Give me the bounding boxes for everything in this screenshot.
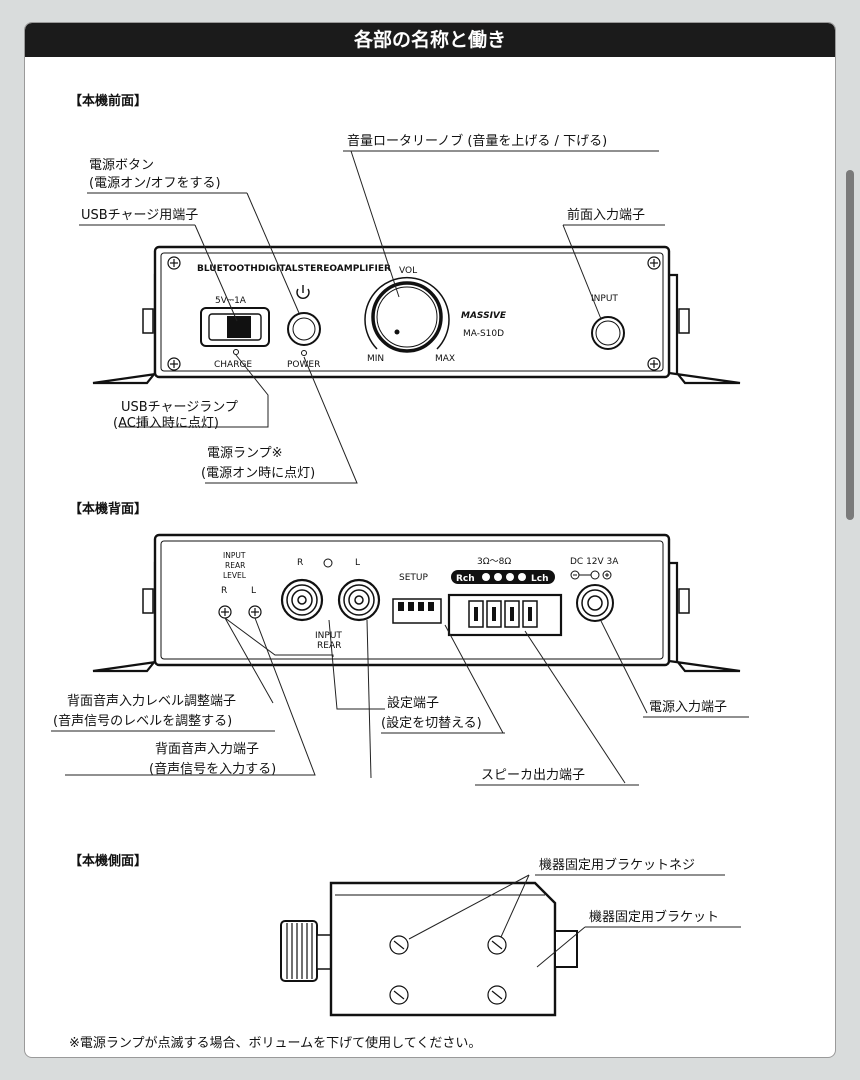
rca-r-label: R (297, 558, 303, 568)
side-heading: 【本機側面】 (69, 853, 147, 869)
dc-polarity-icon (570, 570, 612, 580)
power-lamp (301, 350, 307, 356)
rear-input-label-1: INPUT (315, 631, 342, 641)
front-input-label: INPUT (591, 294, 618, 304)
callout-usb-lamp-1: USBチャージランプ (121, 400, 238, 415)
side-bracket-screws (389, 935, 507, 1005)
callout-speaker-out: スピーカ出力端子 (481, 768, 585, 783)
rca-jack-r (280, 578, 324, 622)
callout-bracket: 機器固定用ブラケット (589, 909, 719, 925)
scrollbar-track[interactable] (844, 0, 860, 1080)
footnote: ※電源ランプが点滅する場合、ボリュームを下げて使用してください。 (69, 1035, 481, 1051)
volume-knob (371, 281, 443, 353)
page-title: 各部の名称と働き (25, 23, 835, 57)
callout-front-input: 前面入力端子 (567, 207, 645, 223)
usb-rating: 5V⎓1A (215, 296, 247, 306)
rca-jack-l (337, 578, 381, 622)
scrollbar-thumb[interactable] (846, 170, 854, 520)
callout-usb-lamp-2: (AC挿入時に点灯) (113, 416, 219, 431)
manual-sheet: 各部の名称と働き 【本機前面】 音量ロータリーノブ (音量を上げる / 下げる)… (24, 22, 836, 1058)
vol-max: MAX (435, 354, 455, 364)
rear-level-label-2: REAR (225, 561, 245, 570)
callout-setup-1: 設定端子 (387, 695, 439, 711)
dc-rating-label: DC 12V 3A (570, 557, 619, 567)
callout-power-button-2: (電源オン/オフをする) (89, 176, 221, 191)
side-bracket (554, 930, 578, 968)
rear-heading: 【本機背面】 (69, 501, 147, 517)
setup-label: SETUP (399, 573, 428, 583)
callout-power-lamp-1: 電源ランプ※ (207, 446, 283, 461)
callout-setup-2: (設定を切替える) (381, 715, 482, 731)
callout-volume-knob: 音量ロータリーノブ (音量を上げる / 下げる) (347, 133, 607, 149)
brand-logo: MASSIVE (461, 311, 507, 321)
charge-lamp (233, 349, 239, 355)
rca-l-label: L (355, 558, 360, 568)
rear-level-label-1: INPUT (223, 551, 246, 560)
callout-level-adj-1: 背面音声入力レベル調整端子 (67, 693, 236, 709)
power-label: POWER (287, 360, 320, 370)
front-model-line: BLUETOOTHDIGITALSTEREOAMPLIFIER (197, 264, 391, 274)
callout-rear-input-1: 背面音声入力端子 (155, 741, 259, 757)
callout-level-adj-2: (音声信号のレベルを調整する) (53, 713, 232, 729)
rch-label: Rch (456, 574, 475, 584)
callout-power-button-1: 電源ボタン (89, 158, 154, 173)
callout-usb-port: USBチャージ用端子 (81, 208, 198, 223)
charge-label: CHARGE (214, 360, 252, 370)
callout-power-lamp-2: (電源オン時に点灯) (201, 466, 315, 481)
impedance-label: 3Ω〜8Ω (477, 557, 511, 567)
lch-label: Lch (531, 574, 548, 584)
rear-level-r: R (221, 586, 227, 596)
callout-bracket-screw: 機器固定用ブラケットネジ (539, 857, 695, 873)
side-body (329, 881, 557, 1017)
front-input-jack (591, 316, 625, 350)
rear-input-label-2: REAR (317, 641, 341, 651)
callout-rear-input-2: (音声信号を入力する) (149, 761, 276, 777)
vol-min: MIN (367, 354, 384, 364)
power-icon (296, 285, 310, 299)
rear-level-l: L (251, 586, 256, 596)
front-heading: 【本機前面】 (69, 93, 147, 109)
dc-jack (576, 584, 614, 622)
side-volume-knob (280, 920, 332, 982)
diagram-canvas: 【本機前面】 音量ロータリーノブ (音量を上げる / 下げる) 電源ボタン (電… (51, 93, 749, 1051)
rear-level-label-3: LEVEL (223, 571, 247, 580)
vol-label: VOL (399, 266, 417, 276)
model-number: MA-S10D (463, 329, 504, 339)
callout-dc-in: 電源入力端子 (649, 700, 727, 715)
